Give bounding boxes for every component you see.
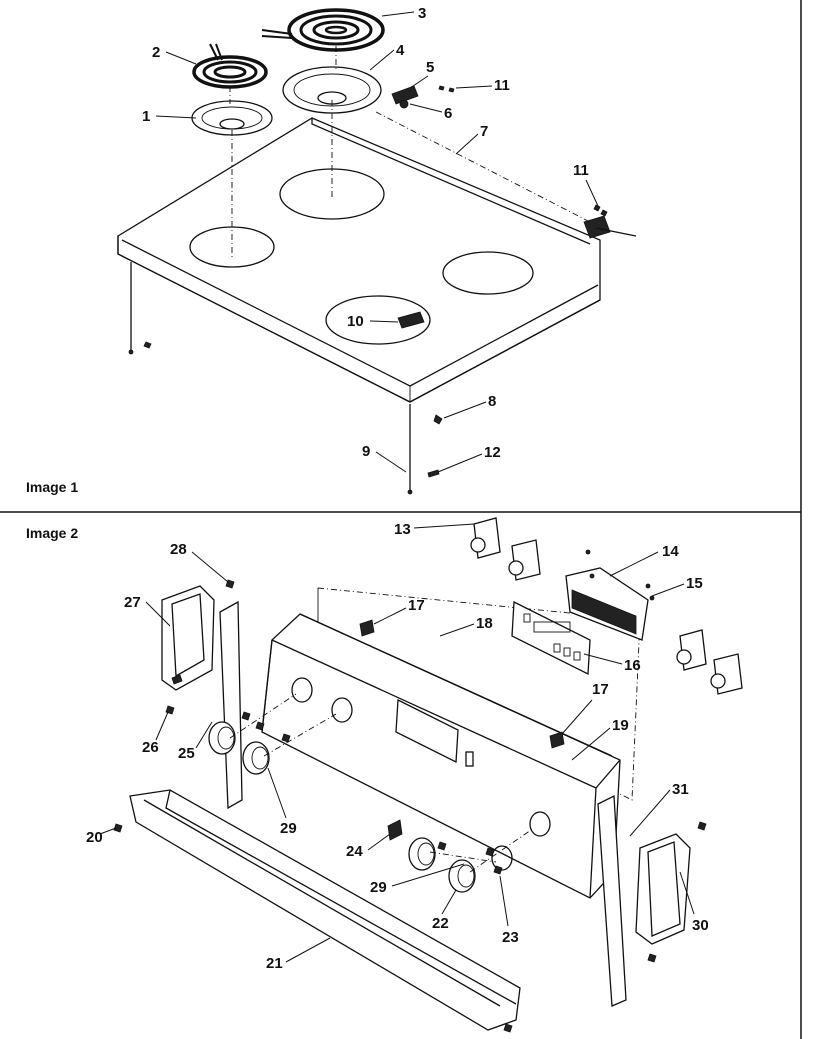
callout-8: 8 xyxy=(488,393,496,410)
callout-17-upper: 17 xyxy=(408,597,425,614)
indicator-light-17-upper xyxy=(359,619,375,637)
end-cap-left xyxy=(161,585,215,691)
callout-26: 26 xyxy=(142,739,159,756)
side-bracket-right xyxy=(597,794,627,1007)
panel-label-image-1: Image 1 xyxy=(26,479,78,495)
screw-6 xyxy=(399,99,409,109)
callout-9: 9 xyxy=(362,443,370,460)
callout-2: 2 xyxy=(152,44,160,61)
knob-22 xyxy=(448,859,476,893)
hinge-11 xyxy=(583,215,611,239)
callout-30: 30 xyxy=(692,917,709,934)
callout-20: 20 xyxy=(86,829,103,846)
callout-1: 1 xyxy=(142,108,150,125)
knob-29-lower xyxy=(408,837,436,871)
side-bracket-left xyxy=(219,600,243,810)
callout-14: 14 xyxy=(662,543,679,560)
clock-window xyxy=(395,698,459,764)
control-panel-assembly xyxy=(113,517,743,1033)
callout-27: 27 xyxy=(124,594,141,611)
callout-7: 7 xyxy=(480,123,488,140)
knob-29-upper xyxy=(242,741,270,775)
callout-28: 28 xyxy=(170,541,187,558)
callout-13: 13 xyxy=(394,521,411,538)
end-cap-right xyxy=(635,833,691,945)
infinite-switch-13d xyxy=(710,653,743,695)
burner-opening-right-front xyxy=(325,295,431,345)
clip-5 xyxy=(391,85,419,105)
coil-element-large xyxy=(261,8,385,52)
touch-overlay-16 xyxy=(511,600,591,676)
infinite-switch-13a xyxy=(470,517,501,559)
callout-29-upper: 29 xyxy=(280,820,297,837)
callout-3: 3 xyxy=(418,5,426,22)
coil-element-small xyxy=(192,43,268,89)
callout-21: 21 xyxy=(266,955,283,972)
callout-4: 4 xyxy=(396,42,405,59)
infinite-switch-13c xyxy=(676,629,707,671)
receptacle-10 xyxy=(397,311,425,329)
callout-29-lower: 29 xyxy=(370,879,387,896)
callout-25: 25 xyxy=(178,745,195,762)
callout-11-top: 11 xyxy=(494,77,510,94)
panel-knob-hole-1 xyxy=(291,677,313,703)
callout-10: 10 xyxy=(347,313,364,330)
cooktop-assembly xyxy=(117,8,637,495)
indicator-light-17-lower xyxy=(549,731,565,749)
callout-11-right: 11 xyxy=(573,162,589,179)
infinite-switch-13b xyxy=(508,539,541,581)
callout-15: 15 xyxy=(686,575,703,592)
panel-label-image-2: Image 2 xyxy=(26,525,78,541)
burner-opening-right-rear xyxy=(442,251,534,295)
callout-19: 19 xyxy=(612,717,629,734)
panel-knob-hole-2 xyxy=(331,697,353,723)
panel-knob-hole-4 xyxy=(529,811,551,837)
callout-17-lower: 17 xyxy=(592,681,609,698)
callouts-image-2: 13 14 15 16 17 17 18 19 20 21 22 23 24 2… xyxy=(86,521,709,972)
knob-25 xyxy=(208,721,236,755)
callout-18: 18 xyxy=(476,615,493,632)
callout-31: 31 xyxy=(672,781,689,798)
panel-knob-hole-3 xyxy=(491,845,513,871)
drip-pan-small xyxy=(191,100,273,136)
callout-23: 23 xyxy=(502,929,519,946)
callout-24: 24 xyxy=(346,843,363,860)
callout-22: 22 xyxy=(432,915,449,932)
callout-12: 12 xyxy=(484,444,501,461)
callout-16: 16 xyxy=(624,657,641,674)
screw-12 xyxy=(427,469,440,478)
clock-timer-14 xyxy=(565,567,649,641)
callout-6: 6 xyxy=(444,105,452,122)
callout-5: 5 xyxy=(426,59,434,76)
callouts-image-1: 1 2 3 4 5 6 7 8 9 10 11 11 12 xyxy=(142,5,599,473)
bracket-24 xyxy=(387,819,403,841)
screw-8 xyxy=(433,414,443,425)
